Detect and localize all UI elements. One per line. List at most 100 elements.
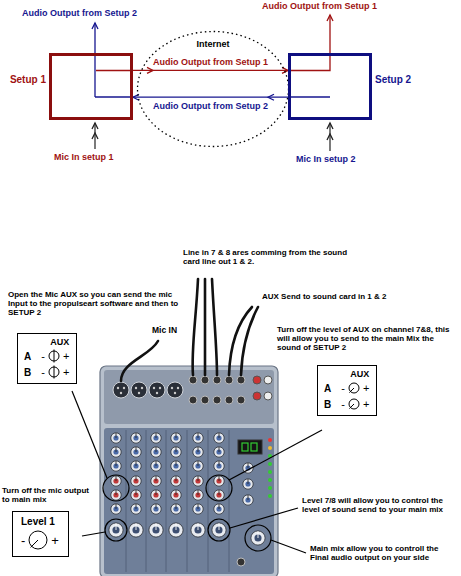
mixer-illustration [138, 392, 140, 394]
edge-label: Audio Output from Setup 2 [151, 101, 270, 111]
mixer-illustration [268, 462, 272, 466]
mixer-illustration [193, 461, 203, 471]
mixer-illustration [111, 461, 121, 471]
signal-label: Mic In setup 1 [54, 152, 114, 162]
mixer-illustration [131, 382, 147, 398]
mixer-illustration [171, 490, 181, 500]
knob-sign: - [41, 350, 45, 362]
knob-pointer [53, 350, 54, 363]
mixer-illustration [229, 430, 230, 572]
knob-outline [29, 531, 47, 549]
mixer-illustration [212, 523, 226, 537]
connectors [133, 70, 288, 97]
knob-sign: + [63, 366, 69, 378]
aux-knob-box: AUXA-+B-+ [17, 333, 77, 384]
mixer-illustration [171, 433, 181, 443]
knob-symbol [347, 397, 361, 411]
setup-box: Setup 1 [49, 53, 133, 120]
callout-circle [245, 525, 271, 551]
mixer-illustration [268, 494, 272, 498]
level-knob-box: Level 1-+ [12, 511, 69, 557]
knob-sign: - [41, 366, 45, 378]
mixer-illustration [251, 531, 265, 545]
aux-bus-letter: B [24, 367, 31, 378]
knob-sign: + [363, 398, 369, 410]
mixer-illustration [189, 396, 197, 404]
signal-arrow [94, 23, 95, 97]
line-cable [212, 279, 217, 375]
signal-wire [290, 96, 330, 97]
leader-line [271, 540, 306, 553]
mixer-illustration [151, 490, 161, 500]
mixer-illustration [201, 396, 209, 404]
callout-note: Line in 7 & 8 ares comming from the soun… [183, 248, 361, 266]
mixer-illustration [131, 447, 141, 457]
mixer-illustration [214, 433, 224, 443]
mixer-illustration [111, 447, 121, 457]
mixer-illustration [131, 433, 141, 443]
signal-wire [95, 96, 131, 97]
mixer-illustration [131, 476, 141, 486]
mixer-illustration [109, 523, 123, 537]
mixer-illustration [237, 558, 245, 566]
knob-row: AUX [324, 369, 369, 379]
mixer-illustration [193, 476, 203, 486]
mixer-illustration [171, 476, 181, 486]
mixer-illustration [151, 433, 161, 443]
signal-label: Mic In setup 2 [296, 154, 356, 164]
mixer-illustration [120, 392, 122, 394]
mic-cable [121, 341, 158, 381]
line-cable [193, 279, 198, 375]
mixer-illustration [135, 387, 137, 389]
knob-outline [349, 383, 359, 393]
knob-pointer [31, 540, 38, 547]
mixer-illustration [214, 490, 224, 500]
mixer-illustration [225, 376, 233, 384]
callout-note: Turn off the level of AUX on channel 7&8… [277, 325, 457, 353]
mixer-illustration [129, 523, 143, 537]
signal-label: Audio Output from Setup 2 [22, 8, 137, 18]
internet-cloud: Internet [136, 30, 290, 148]
callout-note: AUX Send to sound card in 1 & 2 [262, 292, 386, 301]
mixer-illustration [153, 387, 155, 389]
knob-pointer [349, 388, 354, 393]
mixer-illustration [171, 504, 181, 514]
node-heading-group: Setup 1 [10, 74, 46, 85]
knob-symbol [47, 365, 61, 379]
signal-arrow [290, 15, 330, 71]
node-heading: Setup 2 [375, 74, 411, 85]
mixer-illustration [111, 433, 121, 443]
mixer-illustration [201, 376, 209, 384]
knob-row: A-+ [324, 381, 369, 395]
mixer-illustration [159, 387, 161, 389]
leader-line [82, 532, 105, 536]
connector-arrow [133, 70, 288, 71]
mixer-illustration [171, 447, 181, 457]
mixer-illustration [104, 370, 274, 424]
leader-line [229, 430, 322, 480]
mixer-illustration [214, 461, 224, 471]
mixer-illustration [243, 479, 253, 489]
mixer-illustration [151, 504, 161, 514]
setup-box: Setup 2 [288, 53, 372, 120]
callout-note: Turn off the mic output to main mix [2, 486, 98, 504]
knob-sign: + [51, 533, 59, 548]
mixer-illustration [149, 523, 163, 537]
aux-bus-letter: A [24, 351, 31, 362]
mixer-illustration [193, 447, 203, 457]
mic-arrow [329, 123, 330, 151]
aux-knob-box: AUXA-+B-+ [317, 365, 377, 416]
signal-label: Audio Output from Setup 1 [262, 1, 377, 11]
knob-box-title: Level 1 [21, 516, 55, 527]
mic-arrow [94, 123, 95, 149]
mixer-illustration [268, 470, 272, 474]
callout-note: Level 7/8 will allow you to control the … [302, 496, 457, 514]
mixer-illustration [156, 392, 158, 394]
callout-marks [72, 391, 322, 553]
mixer-illustration [243, 495, 253, 505]
mixer-illustration [242, 443, 248, 451]
mixer-illustration [113, 382, 129, 398]
mixer-illustration [111, 476, 121, 486]
mixer-illustration [166, 430, 167, 572]
mixer-illustration [123, 387, 125, 389]
